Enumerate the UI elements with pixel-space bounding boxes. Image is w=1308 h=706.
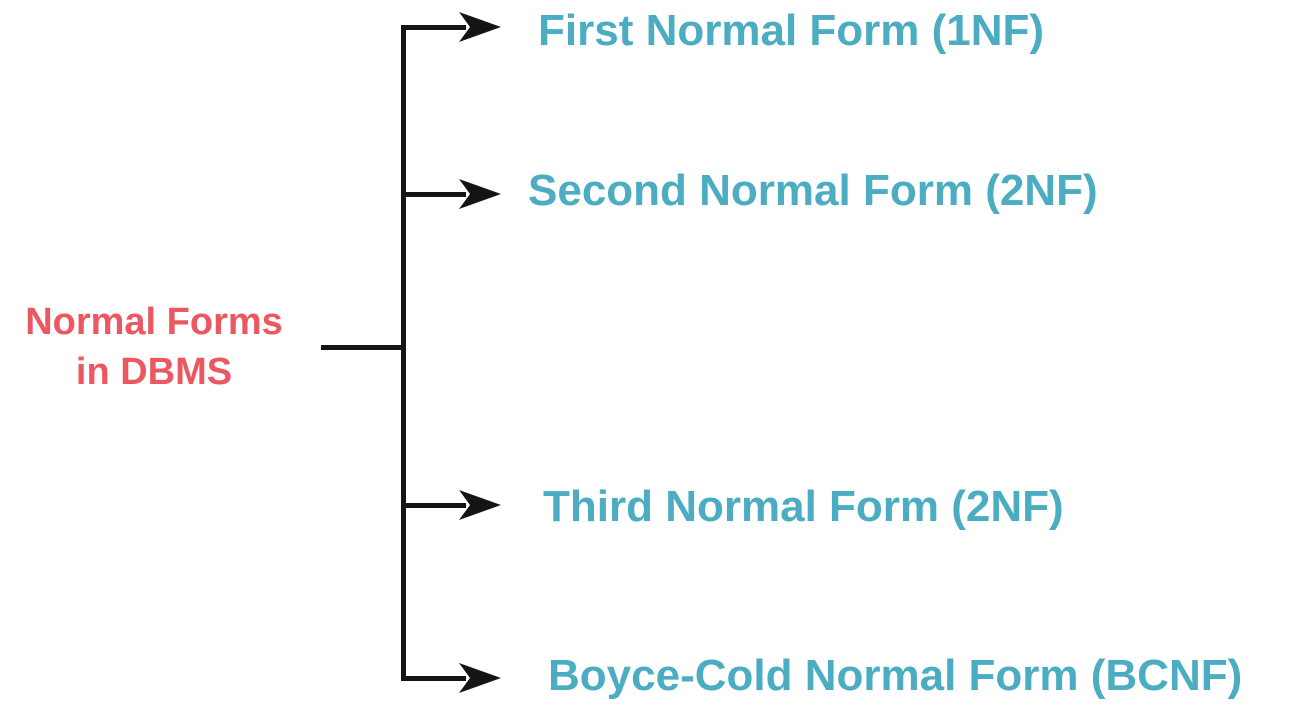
- root-label-line2: in DBMS: [75, 351, 233, 393]
- arrow-right-icon: [459, 179, 501, 209]
- node-label-1nf: First Normal Form (1NF): [538, 6, 1045, 55]
- node-label-3nf: Third Normal Form (2NF): [543, 482, 1064, 531]
- arrow-right-icon: [459, 663, 501, 693]
- branch-line-4: [401, 676, 466, 681]
- branch-line-1: [401, 25, 466, 30]
- node-label-2nf: Second Normal Form (2NF): [528, 166, 1098, 215]
- arrow-right-icon: [459, 490, 501, 520]
- diagram-root-label: Normal Forms in DBMS: [6, 297, 302, 397]
- root-label-line1: Normal Forms: [25, 301, 283, 343]
- arrow-right-icon: [459, 12, 501, 42]
- branch-line-3: [401, 503, 466, 508]
- branch-line-2: [401, 192, 466, 197]
- trunk-line: [401, 25, 406, 681]
- node-label-bcnf: Boyce-Cold Normal Form (BCNF): [548, 651, 1243, 700]
- root-connector-line: [321, 345, 406, 350]
